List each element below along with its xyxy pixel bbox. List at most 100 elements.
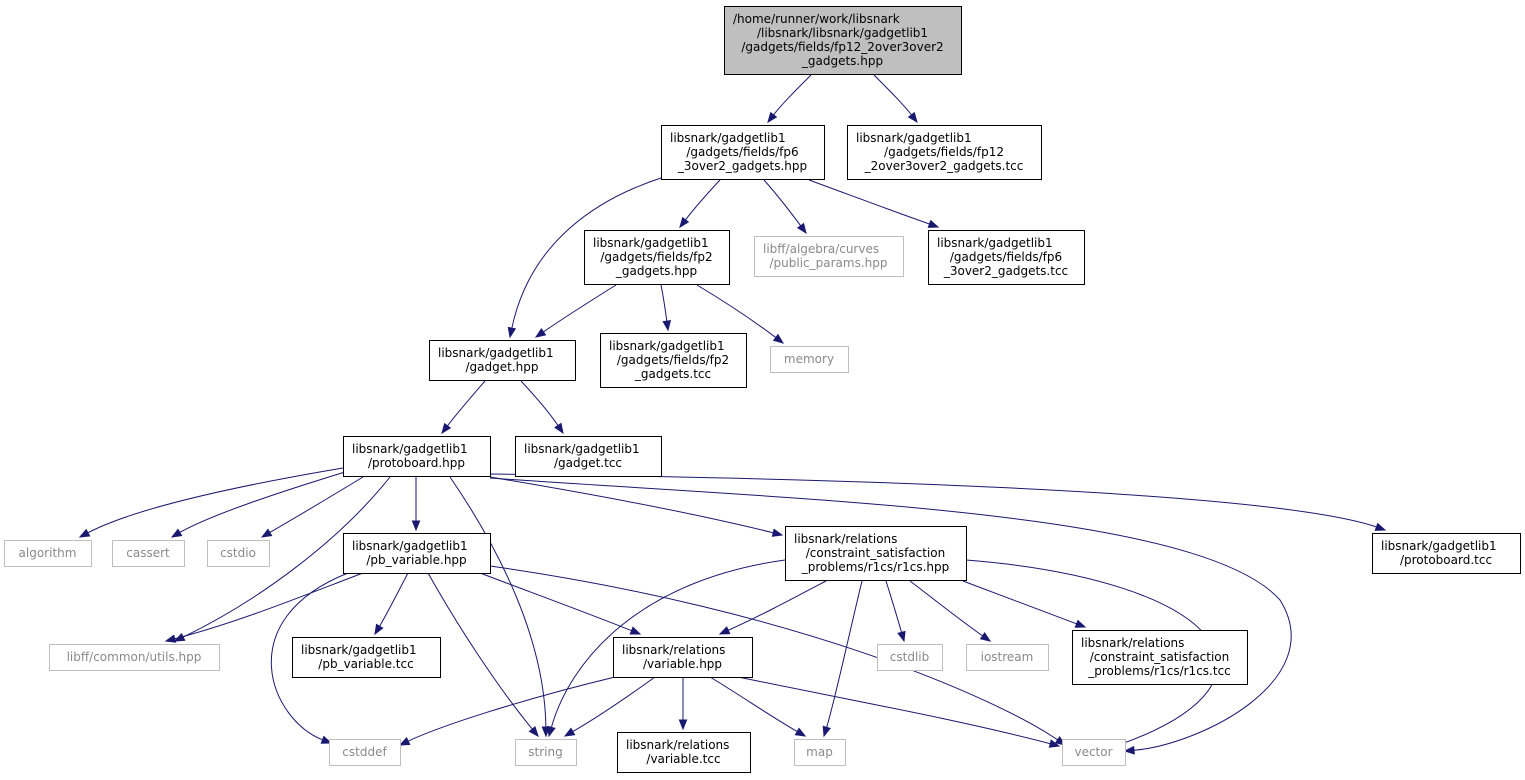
node-label-line: libsnark/gadgetlib1 xyxy=(301,643,417,657)
node-label-line: libsnark/gadgetlib1 xyxy=(609,339,725,353)
node-label-line: /constraint_satisfaction xyxy=(806,546,946,560)
edge-r1cs-hpp-to-r1cs-tcc xyxy=(962,580,1087,628)
node-public-params: libff/algebra/curves/public_params.hpp xyxy=(754,236,904,277)
node-label-line: libsnark/gadgetlib1 xyxy=(937,236,1053,250)
node-pb-variable-tcc[interactable]: libsnark/gadgetlib1/pb_variable.tcc xyxy=(292,637,441,678)
edge-pb-variable-hpp-to-string xyxy=(427,572,539,738)
node-label-line: cassert xyxy=(126,546,170,560)
node-label-line: libff/common/utils.hpp xyxy=(67,650,202,664)
edge-fp6-hpp-to-public-params xyxy=(763,179,807,235)
node-label-line: /gadget.tcc xyxy=(554,456,622,470)
node-label-line: /pb_variable.tcc xyxy=(318,657,413,671)
node-label-line: /variable.tcc xyxy=(646,752,720,766)
node-fp2-tcc[interactable]: libsnark/gadgetlib1/gadgets/fields/fp2_g… xyxy=(600,333,747,388)
node-protoboard-tcc[interactable]: libsnark/gadgetlib1/protoboard.tcc xyxy=(1372,533,1521,574)
node-label-line: vector xyxy=(1074,745,1112,759)
node-root[interactable]: /home/runner/work/libsnark/libsnark/libs… xyxy=(724,6,962,75)
node-fp6-hpp[interactable]: libsnark/gadgetlib1/gadgets/fields/fp6_3… xyxy=(661,125,825,180)
edge-pb-variable-hpp-to-variable-hpp xyxy=(479,572,642,635)
node-vector: vector xyxy=(1062,739,1126,766)
node-label-line: _gadgets.hpp xyxy=(615,264,697,278)
edge-protoboard-hpp-to-vector xyxy=(489,477,1292,755)
node-label-line: string xyxy=(528,745,562,759)
edge-protoboard-hpp-to-cassert xyxy=(170,471,346,538)
edge-variable-hpp-to-vector xyxy=(737,676,1061,748)
node-pb-variable-hpp[interactable]: libsnark/gadgetlib1/pb_variable.hpp xyxy=(343,533,491,574)
node-label-line: /protoboard.tcc xyxy=(1400,553,1492,567)
node-variable-hpp[interactable]: libsnark/relations/variable.hpp xyxy=(613,637,753,678)
node-label-line: libsnark/relations xyxy=(1081,636,1184,650)
node-label-line: _3over2_gadgets.tcc xyxy=(943,264,1068,278)
edge-gadget-hpp-to-gadget-tcc xyxy=(520,380,564,435)
edge-r1cs-hpp-to-iostream xyxy=(909,580,992,642)
node-label-line: libsnark/relations xyxy=(622,643,725,657)
edge-variable-hpp-to-cstddef xyxy=(398,676,616,746)
node-memory: memory xyxy=(770,346,849,373)
node-variable-tcc[interactable]: libsnark/relations/variable.tcc xyxy=(617,732,751,773)
edge-fp6-hpp-to-gadget-hpp xyxy=(507,177,662,339)
node-fp2-hpp[interactable]: libsnark/gadgetlib1/gadgets/fields/fp2_g… xyxy=(584,230,730,285)
node-r1cs-tcc[interactable]: libsnark/relations/constraint_satisfacti… xyxy=(1072,630,1248,685)
edge-root-to-fp6-hpp xyxy=(767,74,812,124)
node-label-line: cstdio xyxy=(220,546,256,560)
node-label-line: _gadgets.tcc xyxy=(634,367,711,381)
node-label-line: /gadgets/fields/fp12_2over3over2 xyxy=(741,40,943,54)
node-cstddef: cstddef xyxy=(329,739,401,766)
node-label-line: /pb_variable.hpp xyxy=(366,553,466,567)
node-label-line: libsnark/relations xyxy=(794,532,897,546)
edge-protoboard-hpp-to-r1cs-hpp xyxy=(489,476,784,537)
node-label-line: /public_params.hpp xyxy=(769,256,887,270)
node-protoboard-hpp[interactable]: libsnark/gadgetlib1/protoboard.hpp xyxy=(343,436,491,477)
node-label-line: _problems/r1cs/r1cs.tcc xyxy=(1087,664,1231,678)
node-iostream: iostream xyxy=(966,644,1049,671)
node-label-line: /gadgets/fields/fp6 xyxy=(950,250,1062,264)
node-label-line: libsnark/gadgetlib1 xyxy=(856,131,972,145)
edge-pb-variable-hpp-to-utils xyxy=(164,572,364,643)
node-label-line: cstddef xyxy=(342,745,387,759)
node-utils: libff/common/utils.hpp xyxy=(49,644,220,671)
node-label-line: /gadgets/fields/fp6 xyxy=(686,145,798,159)
node-gadget-tcc[interactable]: libsnark/gadgetlib1/gadget.tcc xyxy=(515,436,662,477)
node-label-line: /constraint_satisfaction xyxy=(1090,650,1230,664)
edge-variable-hpp-to-variable-tcc xyxy=(678,676,688,731)
edge-fp2-hpp-to-memory xyxy=(696,284,785,344)
node-label-line: libff/algebra/curves xyxy=(763,242,879,256)
edge-r1cs-hpp-to-cstdlib xyxy=(885,580,906,643)
node-fp6-tcc[interactable]: libsnark/gadgetlib1/gadgets/fields/fp6_3… xyxy=(928,230,1085,285)
node-algorithm: algorithm xyxy=(4,540,92,567)
node-label-line: _2over3over2_gadgets.tcc xyxy=(864,159,1024,173)
node-string: string xyxy=(515,739,577,766)
edge-protoboard-hpp-to-protoboard-tcc xyxy=(489,473,1387,531)
node-label-line: _gadgets.hpp xyxy=(801,54,883,68)
edge-r1cs-hpp-to-variable-hpp xyxy=(718,580,827,635)
node-gadget-hpp[interactable]: libsnark/gadgetlib1/gadget.hpp xyxy=(429,340,576,381)
node-label-line: libsnark/gadgetlib1 xyxy=(524,442,640,456)
edge-fp2-hpp-to-fp2-tcc xyxy=(660,284,672,332)
edge-fp2-hpp-to-gadget-hpp xyxy=(534,284,617,338)
edge-r1cs-hpp-to-string xyxy=(547,559,786,738)
node-label-line: libsnark/gadgetlib1 xyxy=(438,346,554,360)
node-fp12-tcc[interactable]: libsnark/gadgetlib1/gadgets/fields/fp12_… xyxy=(847,125,1042,180)
node-label-line: libsnark/gadgetlib1 xyxy=(352,442,468,456)
node-label-line: cstdlib xyxy=(890,650,929,664)
node-label-line: /gadgets/fields/fp2 xyxy=(617,353,729,367)
node-label-line: /libsnark/libsnark/gadgetlib1 xyxy=(757,26,928,40)
node-label-line: libsnark/gadgetlib1 xyxy=(593,236,709,250)
node-map: map xyxy=(794,739,846,766)
edge-protoboard-hpp-to-string xyxy=(449,476,551,738)
nodes-layer: /home/runner/work/libsnark/libsnark/libs… xyxy=(4,6,1521,773)
edge-pb-variable-hpp-to-pb-variable-tcc xyxy=(374,572,409,636)
edge-root-to-fp12-tcc xyxy=(873,74,918,124)
node-label-line: /home/runner/work/libsnark xyxy=(733,12,900,26)
node-label-line: libsnark/gadgetlib1 xyxy=(670,131,786,145)
node-cstdlib: cstdlib xyxy=(877,644,943,671)
edge-gadget-hpp-to-protoboard-hpp xyxy=(441,380,486,435)
node-r1cs-hpp[interactable]: libsnark/relations/constraint_satisfacti… xyxy=(785,526,967,581)
edge-protoboard-hpp-to-cstdio xyxy=(260,476,364,538)
node-label-line: /protoboard.hpp xyxy=(368,456,465,470)
node-label-line: /variable.hpp xyxy=(643,657,722,671)
node-label-line: _problems/r1cs/r1cs.hpp xyxy=(801,560,949,574)
edge-variable-hpp-to-map xyxy=(709,676,807,737)
edge-fp6-hpp-to-fp6-tcc xyxy=(808,179,940,228)
